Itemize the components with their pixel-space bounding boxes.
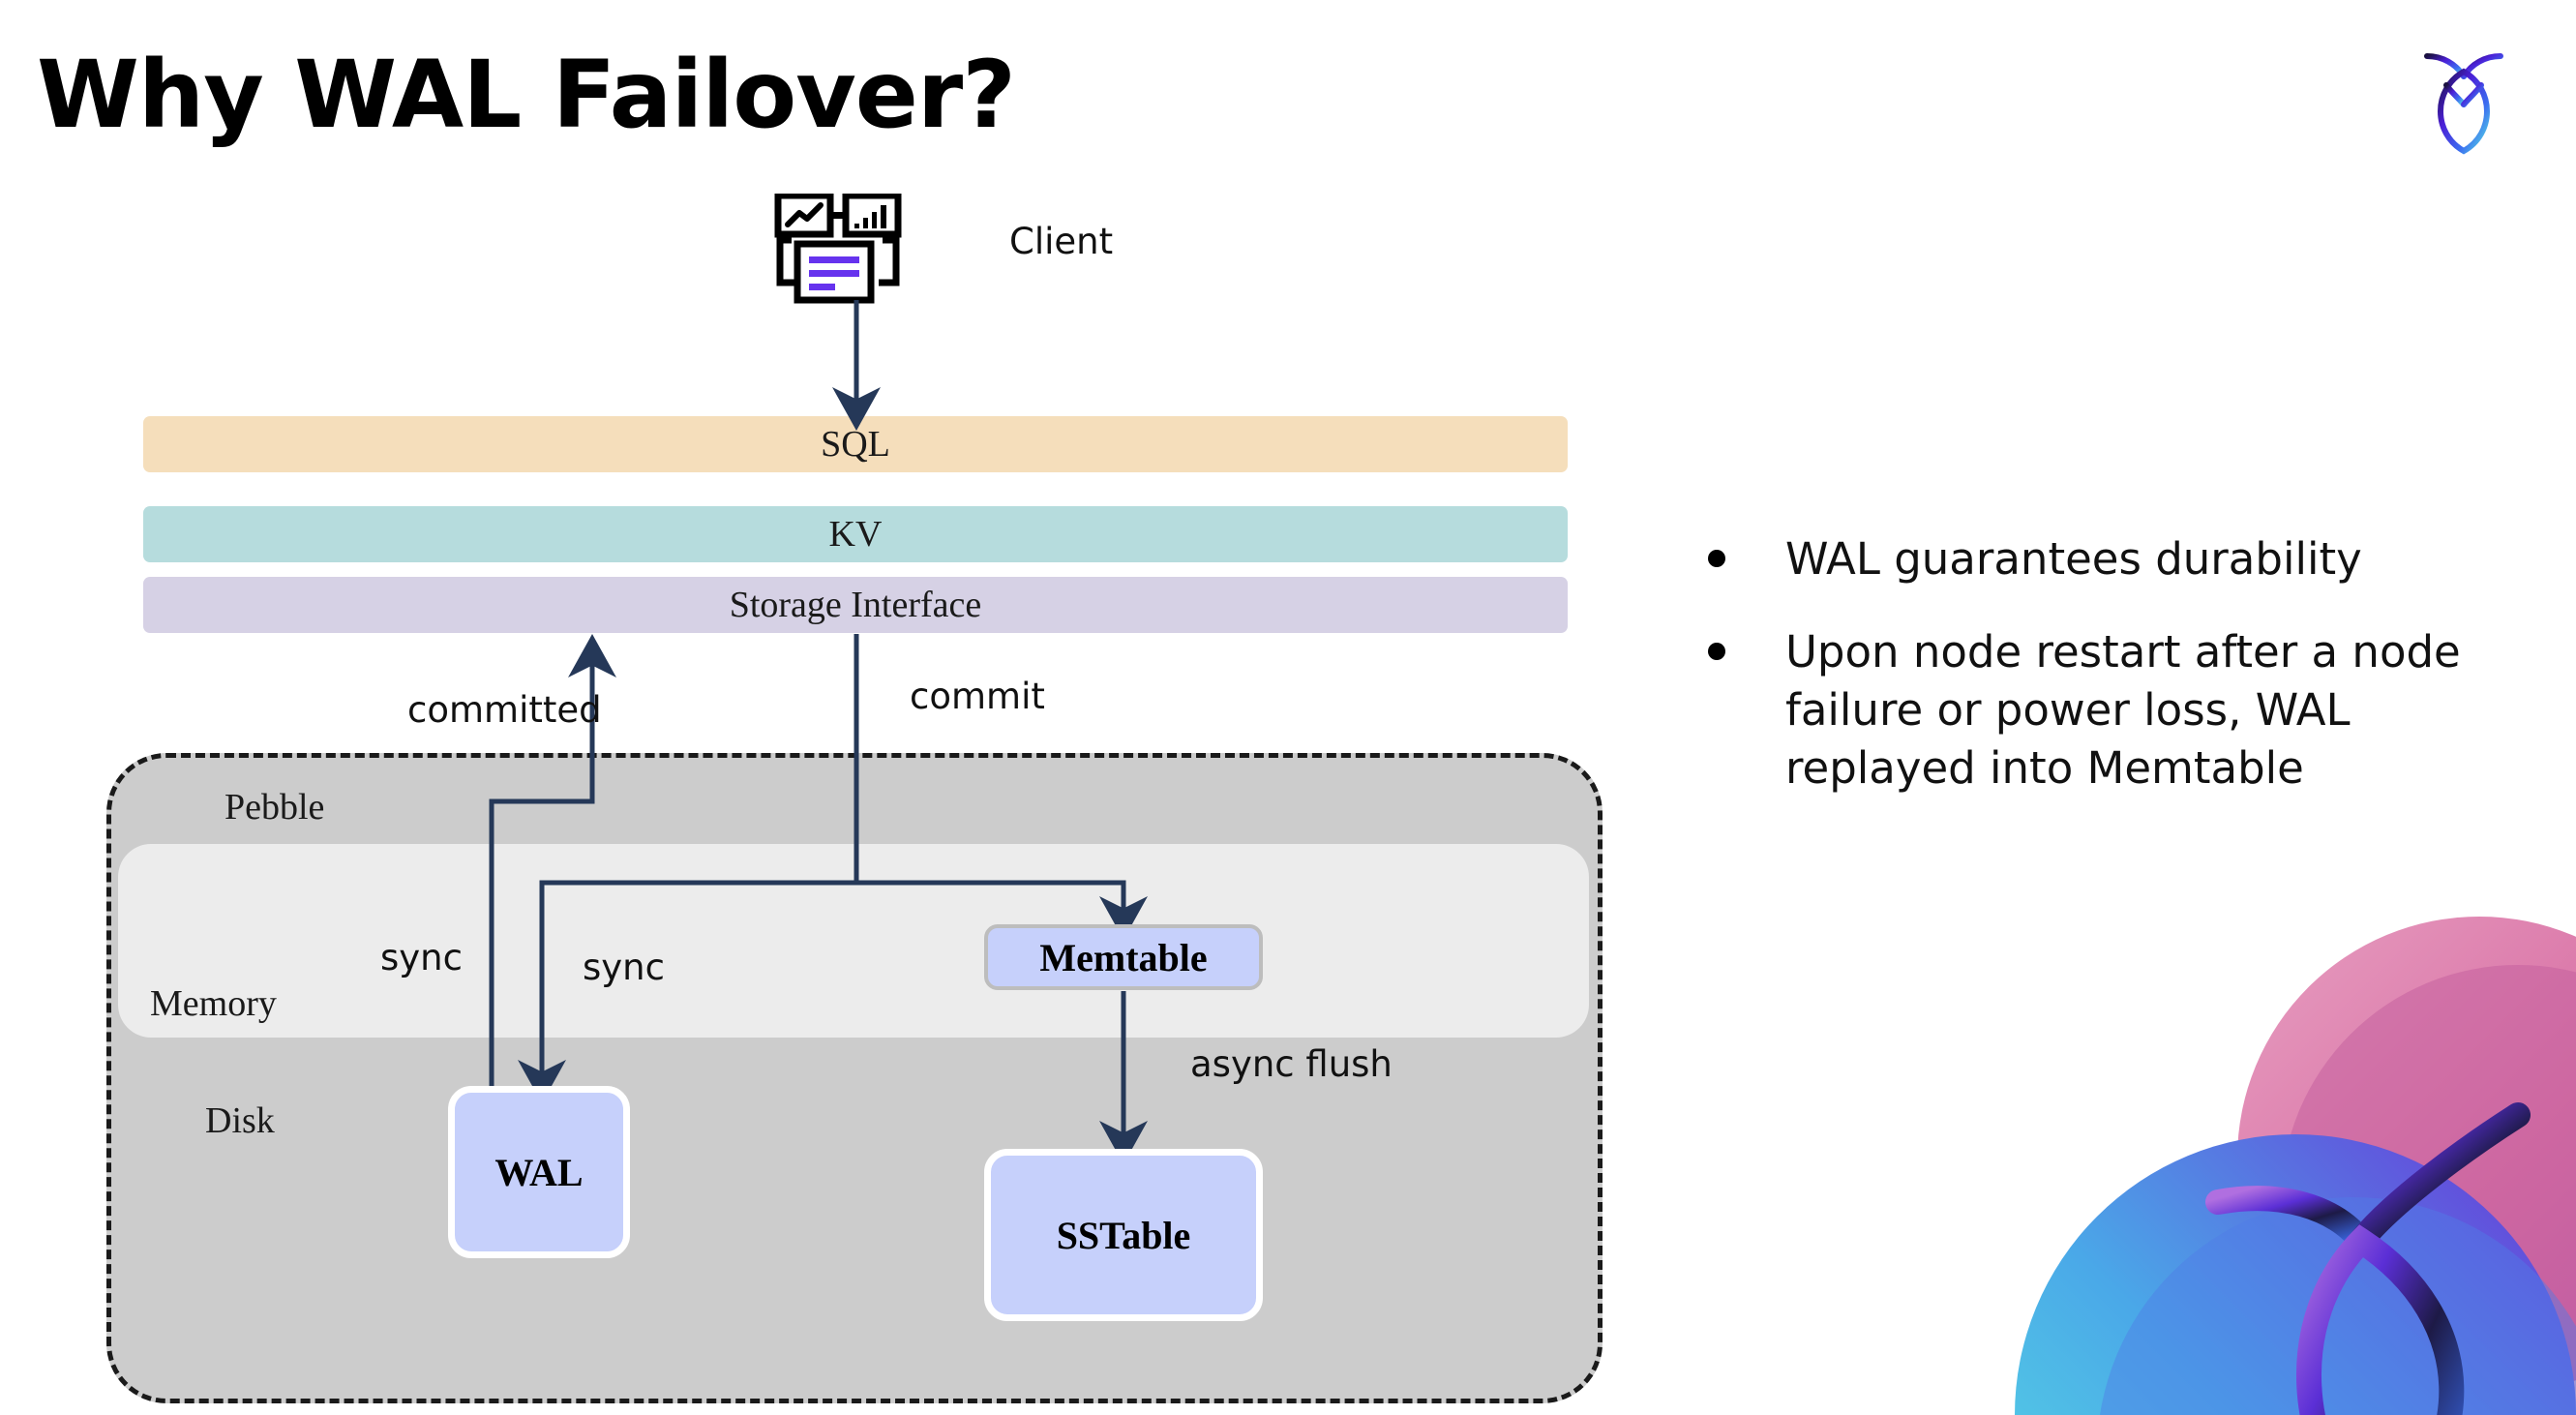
bullet-dot-icon bbox=[1708, 550, 1725, 567]
bullet-dot-icon bbox=[1708, 642, 1725, 660]
node-wal-label: WAL bbox=[494, 1150, 584, 1194]
client-label: Client bbox=[1009, 221, 1114, 262]
node-sstable: SSTable bbox=[984, 1149, 1263, 1321]
edge-label-sync-left: sync bbox=[380, 937, 463, 978]
bullet-list: WAL guarantees durability Upon node rest… bbox=[1708, 530, 2511, 831]
cockroachdb-logo bbox=[2406, 35, 2522, 170]
node-memtable-label: Memtable bbox=[1039, 935, 1208, 979]
edge-label-async-flush: async flush bbox=[1190, 1043, 1393, 1085]
node-sstable-label: SSTable bbox=[1056, 1213, 1191, 1257]
edge-label-commit: commit bbox=[910, 676, 1045, 717]
list-item: WAL guarantees durability bbox=[1708, 530, 2511, 588]
bullet-text: Upon node restart after a node failure o… bbox=[1785, 625, 2461, 794]
node-wal: WAL bbox=[448, 1086, 630, 1258]
node-memtable: Memtable bbox=[984, 924, 1263, 990]
edge-label-sync-right: sync bbox=[583, 947, 665, 988]
layer-bar-sql: SQL bbox=[143, 416, 1568, 472]
layer-bar-storage-interface: Storage Interface bbox=[143, 577, 1568, 633]
memory-label: Memory bbox=[150, 983, 277, 1024]
layer-bar-kv-label: KV bbox=[828, 514, 883, 555]
pebble-label: Pebble bbox=[225, 787, 325, 828]
page-title: Why WAL Failover? bbox=[37, 41, 1016, 149]
list-item: Upon node restart after a node failure o… bbox=[1708, 623, 2511, 798]
memory-container bbox=[118, 844, 1589, 1038]
bullet-text: WAL guarantees durability bbox=[1785, 533, 2362, 585]
layer-bar-sql-label: SQL bbox=[821, 424, 890, 465]
disk-label: Disk bbox=[205, 1100, 275, 1141]
edge-label-committed: committed bbox=[407, 689, 602, 731]
layer-bar-storage-interface-label: Storage Interface bbox=[729, 585, 982, 625]
layer-bar-kv: KV bbox=[143, 506, 1568, 562]
decorative-corner-graphic bbox=[1937, 912, 2576, 1415]
client-dashboard-icon bbox=[774, 192, 929, 319]
